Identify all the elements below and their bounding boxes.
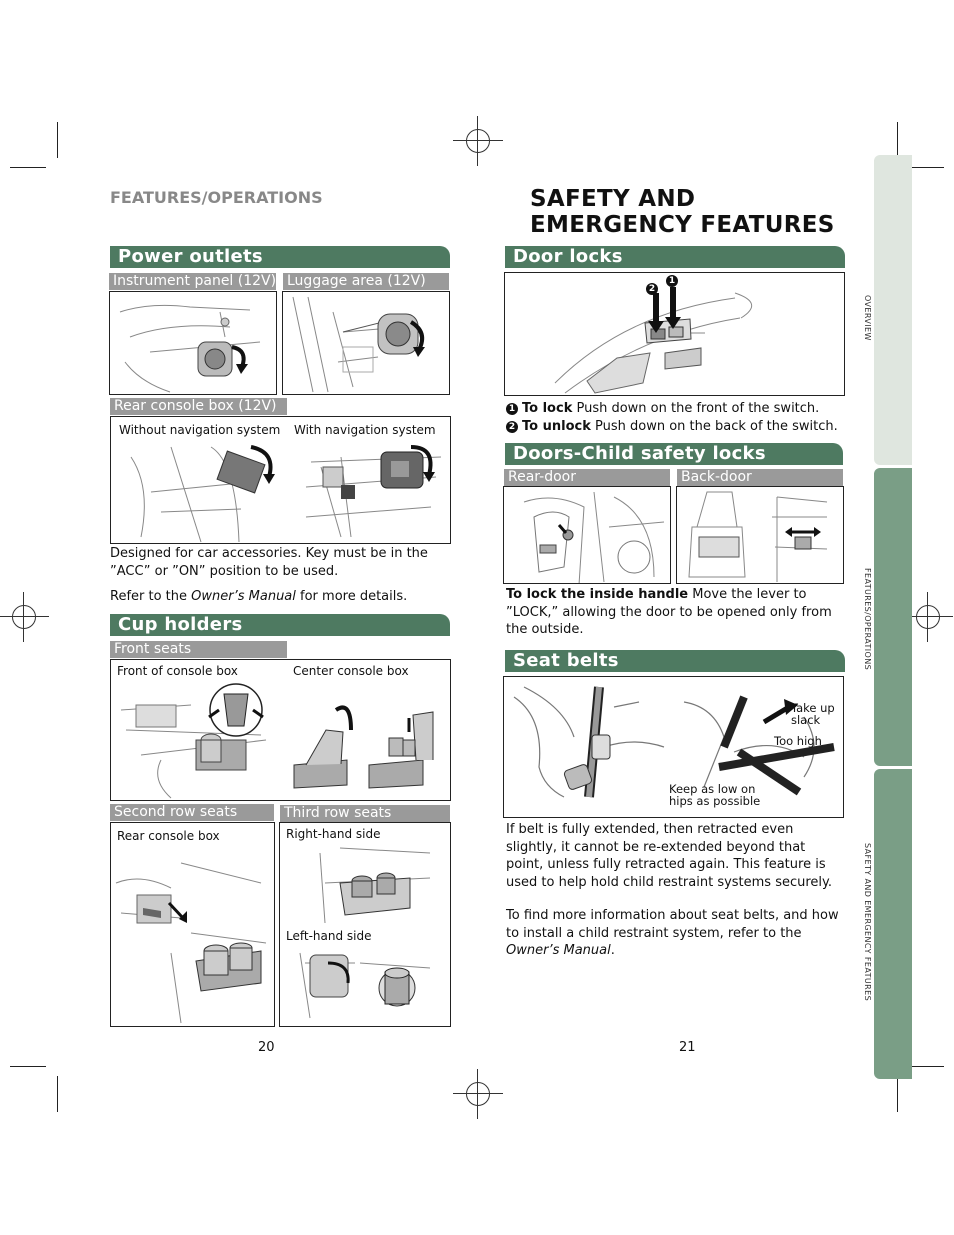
take-up-line2: slack	[791, 713, 821, 727]
subheader-front-seats: Front seats	[110, 641, 287, 658]
crop-mark	[57, 1076, 58, 1112]
subheader-luggage-area: Luggage area (12V)	[283, 273, 449, 290]
door-locks-instructions: 1 To lock Push down on the front of the s…	[506, 400, 846, 435]
tab-label-overview: OVERVIEW	[863, 295, 872, 341]
inside-handle-label: To lock the inside handle	[506, 587, 689, 602]
registration-mark	[903, 592, 953, 642]
inside-handle-text: Move the lever to ”LOCK,” allowing the d…	[506, 587, 832, 637]
page-number-right: 21	[679, 1040, 696, 1055]
crop-mark	[897, 1076, 898, 1112]
seat-belts-para2: To find more information about seat belt…	[506, 907, 846, 960]
section-header-child-locks: Doors-Child safety locks	[505, 443, 843, 465]
second-row-illustration: Rear console box	[110, 822, 275, 1027]
to-unlock-label: To unlock	[522, 418, 591, 434]
page-title-line1: SAFETY AND	[530, 186, 696, 212]
subheader-rear-console: Rear console box (12V)	[110, 398, 287, 415]
owners-manual-ref: Owner’s Manual	[191, 589, 296, 604]
page-title: SAFETY AND EMERGENCY FEATURES	[530, 186, 835, 238]
crop-mark	[897, 122, 898, 158]
keep-low-line2: hips as possible	[669, 794, 761, 808]
power-outlets-desc-text: Designed for car accessories. Key must b…	[110, 546, 428, 579]
caption-rear-console: Rear console box	[117, 829, 220, 843]
luggage-area-illustration	[282, 291, 450, 395]
tab-overview[interactable]	[874, 155, 912, 465]
marker-1: 1	[666, 275, 678, 287]
refer-pre: Refer to the	[110, 589, 192, 604]
back-door-illustration	[676, 486, 844, 584]
to-unlock-text: Push down on the back of the switch.	[590, 418, 838, 434]
section-header-door-locks: Door locks	[505, 246, 845, 268]
label-too-high: Too high	[774, 734, 822, 748]
keep-low-line1: Keep as low on	[669, 782, 756, 796]
caption-left-side: Left-hand side	[286, 929, 372, 943]
instrument-panel-illustration	[109, 291, 277, 395]
take-up-line1: Take up	[791, 701, 835, 715]
label-keep-low: Keep as low on hips as possible	[669, 783, 760, 807]
subheader-third-row: Third row seats	[280, 805, 450, 822]
caption-with-nav: With navigation system	[294, 423, 436, 437]
owners-manual-ref-2: Owner’s Manual	[506, 943, 611, 958]
to-lock-text: Push down on the front of the switch.	[572, 401, 820, 416]
seat-belts-para2-post: .	[610, 943, 615, 958]
seat-belts-illustration: Take up slack Too high Keep as low on hi…	[503, 676, 844, 818]
section-header-seat-belts: Seat belts	[505, 650, 845, 672]
caption-center-console: Center console box	[293, 664, 409, 678]
rear-console-illustration: Without navigation system With navigatio…	[110, 416, 451, 544]
registration-mark	[453, 116, 503, 166]
registration-mark	[453, 1069, 503, 1119]
child-locks-description: To lock the inside handle Move the lever…	[506, 586, 846, 639]
section-header-cup-holders: Cup holders	[110, 614, 450, 636]
subheader-rear-door: Rear-door	[504, 469, 670, 486]
crop-mark	[908, 1066, 944, 1067]
bullet-1: 1	[506, 403, 518, 415]
running-head: FEATURES/OPERATIONS	[110, 188, 323, 207]
subheader-instrument-panel: Instrument panel (12V)	[109, 273, 276, 290]
page-title-line2: EMERGENCY FEATURES	[530, 212, 835, 238]
seat-belts-para2-pre: To find more information about seat belt…	[506, 908, 839, 941]
seat-belts-para1: If belt is fully extended, then retracte…	[506, 822, 833, 890]
label-take-up: Take up slack	[791, 702, 835, 726]
bullet-2: 2	[506, 420, 518, 433]
crop-mark	[10, 1066, 46, 1067]
subheader-second-row: Second row seats	[110, 804, 274, 821]
refer-post: for more details.	[295, 589, 408, 604]
power-outlets-refer: Refer to the Owner’s Manual for more det…	[110, 588, 450, 606]
marker-2: 2	[646, 283, 658, 295]
subheader-back-door: Back-door	[677, 469, 843, 486]
rear-door-illustration	[503, 486, 671, 584]
door-locks-illustration: 2 1	[504, 272, 845, 396]
front-seats-illustration: Front of console box Center console box	[110, 659, 451, 801]
crop-mark	[57, 122, 58, 158]
caption-without-nav: Without navigation system	[119, 423, 281, 437]
tab-features-operations[interactable]	[874, 468, 912, 766]
crop-mark	[908, 167, 944, 168]
section-header-power-outlets: Power outlets	[110, 246, 450, 268]
power-outlets-description: Designed for car accessories. Key must b…	[110, 545, 450, 580]
page-number-left: 20	[258, 1040, 275, 1055]
tab-safety-emergency[interactable]	[874, 769, 912, 1079]
caption-front-console: Front of console box	[117, 664, 238, 678]
crop-mark	[10, 167, 46, 168]
tab-label-safety: SAFETY AND EMERGENCY FEATURES	[863, 843, 872, 1002]
registration-mark	[0, 592, 49, 642]
third-row-illustration: Right-hand side Left-hand side	[279, 822, 451, 1027]
caption-right-side: Right-hand side	[286, 827, 381, 841]
to-lock-label: To lock	[522, 401, 573, 416]
seat-belts-text: If belt is fully extended, then retracte…	[506, 821, 846, 960]
tab-label-features: FEATURES/OPERATIONS	[863, 568, 872, 671]
